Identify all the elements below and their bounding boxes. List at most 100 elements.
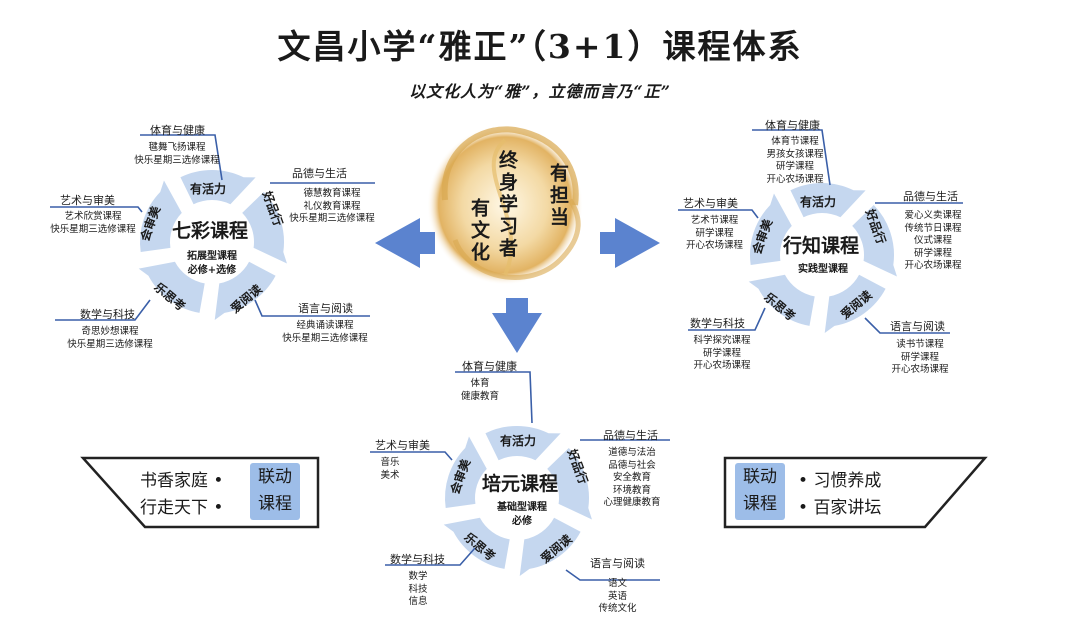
qicai-yishu-items: 艺术欣赏课程 快乐星期三选修课程 (38, 211, 148, 236)
right-link-box (723, 456, 988, 529)
xingzhi-seg-huoli: 有活力 (800, 195, 837, 209)
qicai-shuxue-item: 奇思妙想课程 (81, 326, 139, 337)
xingzhi-pinde-item: 开心农场课程 (904, 260, 962, 271)
xingzhi-yishu-item: 研学课程 (695, 227, 734, 239)
left-link-tag: 联动 课程 (250, 463, 300, 520)
qicai-yuyan-items: 经典诵读课程 快乐星期三选修课程 (270, 320, 380, 345)
peiyuan-yishu-title: 艺术与审美 (375, 439, 430, 452)
center-lifelong-learner: 终身学习者 (496, 150, 518, 260)
wheel-qicai (138, 170, 287, 320)
xingzhi-yishu-items: 艺术节课程 研学课程 开心农场课程 (672, 215, 757, 253)
xingzhi-segment-shenmei (750, 193, 792, 266)
qicai-tiyu-item: 快乐星期三选修课程 (134, 154, 220, 166)
qicai-shuxue-items: 奇思妙想课程 快乐星期三选修课程 (55, 326, 165, 351)
xingzhi-segment-pinxing (852, 204, 897, 277)
peiyuan-segment-shenmei (445, 436, 487, 509)
qicai-yuyan-title: 语言与阅读 (298, 302, 353, 315)
qicai-type-line: 拓展型课程 (187, 251, 237, 262)
qicai-pinde-items: 德慧教育课程 礼仪教育课程 快乐星期三选修课程 (282, 188, 382, 226)
peiyuan-seg-huoli: 有活力 (500, 434, 537, 448)
peiyuan-pinde-title: 品德与生活 (603, 429, 658, 442)
right-link-tag-line: 联动 (743, 467, 777, 487)
arrow-right (600, 218, 660, 268)
peiyuan-shuxue-item: 科技 (408, 583, 428, 595)
peiyuan-name: 培元课程 (482, 473, 559, 495)
peiyuan-segment-yuedu (519, 517, 581, 576)
xingzhi-pinde-item: 仪式课程 (913, 235, 952, 246)
right-link-item: • 百家讲坛 (798, 498, 882, 518)
xingzhi-segment-sikao (748, 274, 815, 326)
xingzhi-pinde-item: 研学课程 (913, 247, 952, 259)
xingzhi-shuxue-item: 科学探究课程 (693, 335, 751, 346)
xingzhi-yuyan-item: 研学课程 (900, 351, 939, 363)
peiyuan-yishu-items: 音乐 美术 (375, 457, 405, 482)
qicai-shuxue-item: 快乐星期三选修课程 (67, 338, 153, 350)
peiyuan-type-line: 基础型课程 (497, 502, 547, 513)
qicai-segment-shenmei (140, 180, 182, 253)
xingzhi-pinde-title: 品德与生活 (903, 190, 958, 203)
qicai-yuyan-item: 快乐星期三选修课程 (282, 332, 368, 344)
peiyuan-shuxue-item: 信息 (408, 596, 428, 607)
xingzhi-yuyan-item: 开心农场课程 (891, 364, 949, 375)
xingzhi-yishu-item: 艺术节课程 (690, 215, 739, 226)
right-link-item: • 习惯养成 (798, 471, 882, 491)
xingzhi-yuyan-items: 读书节课程 研学课程 开心农场课程 (875, 339, 965, 377)
qicai-tiyu-title: 体育与健康 (150, 124, 205, 137)
arrow-down (492, 298, 542, 353)
peiyuan-yuyan-title: 语言与阅读 (590, 557, 645, 570)
xingzhi-tiyu-items: 体育节课程 男孩女孩课程 研学课程 开心农场课程 (745, 136, 845, 186)
peiyuan-type-line: 必修 (512, 516, 532, 527)
qicai-type: 拓展型课程 必修+选修 (172, 250, 252, 278)
peiyuan-pinde-item: 心理健康教育 (603, 497, 661, 508)
qicai-yuyan-item: 经典诵读课程 (296, 320, 354, 331)
xingzhi-pinde-items: 爱心义卖课程 传统节日课程 仪式课程 研学课程 开心农场课程 (888, 210, 978, 273)
xingzhi-shuxue-item: 开心农场课程 (693, 360, 751, 371)
qicai-tiyu-item: 毽舞飞扬课程 (148, 142, 206, 153)
peiyuan-pinde-item: 环境教育 (612, 484, 651, 496)
qicai-tiyu-items: 毽舞飞扬课程 快乐星期三选修课程 (112, 142, 242, 167)
left-link-tag-line: 联动 (258, 467, 292, 487)
wheel-peiyuan (443, 426, 592, 576)
center-cultured: 有文化 (468, 198, 490, 264)
qicai-pinde-title: 品德与生活 (292, 167, 347, 180)
qicai-type-line: 必修+选修 (187, 265, 237, 276)
xingzhi-tiyu-item: 研学课程 (775, 161, 814, 172)
qicai-yishu-title: 艺术与审美 (60, 194, 115, 207)
qicai-name: 七彩课程 (172, 220, 249, 242)
xingzhi-segment-yuedu (824, 274, 886, 333)
qicai-segment-yuedu (214, 261, 276, 320)
arrow-left (375, 218, 435, 268)
peiyuan-shuxue-item: 数学 (408, 571, 428, 582)
peiyuan-shuxue-title: 数学与科技 (390, 553, 445, 566)
right-link-tag-line: 课程 (743, 494, 777, 514)
xingzhi-yuyan-title: 语言与阅读 (890, 320, 945, 333)
qicai-segment-pinxing (242, 191, 287, 264)
xingzhi-tiyu-item: 体育节课程 (771, 136, 819, 147)
right-link-item-text: 百家讲坛 (813, 498, 882, 518)
peiyuan-pinde-item: 安全教育 (612, 472, 651, 483)
xingzhi-yuyan-item: 读书节课程 (896, 339, 944, 350)
xingzhi-segment-huoli (790, 182, 866, 218)
qicai-segment-huoli (180, 170, 256, 205)
peiyuan-shuxue-items: 数学 科技 信息 (398, 571, 438, 609)
page-subtitle: 以文化人为“雅”，立德而言乃“正” (409, 82, 671, 101)
peiyuan-segment-huoli (485, 426, 561, 461)
xingzhi-shuxue-title: 数学与科技 (690, 317, 745, 330)
center-responsible: 有担当 (547, 163, 569, 229)
left-link-item: 书香家庭 • (140, 471, 224, 491)
qicai-pinde-item: 快乐星期三选修课程 (289, 213, 375, 224)
peiyuan-yuyan-item: 语文 (607, 578, 627, 589)
xingzhi-yishu-item: 开心农场课程 (685, 240, 743, 251)
peiyuan-tiyu-item: 健康教育 (460, 390, 499, 402)
peiyuan-segment-pinxing (547, 447, 592, 520)
peiyuan-pinde-item: 品德与社会 (608, 459, 656, 471)
xingzhi-yishu-title: 艺术与审美 (683, 197, 738, 210)
qicai-pinde-item: 德慧教育课程 (303, 188, 361, 199)
center-swirl (427, 125, 583, 285)
connector-lines (50, 129, 963, 581)
peiyuan-yishu-item: 美术 (380, 469, 400, 481)
peiyuan-yishu-item: 音乐 (380, 457, 400, 468)
peiyuan-yuyan-item: 英语 (607, 590, 627, 602)
qicai-segment-sikao (138, 261, 205, 313)
